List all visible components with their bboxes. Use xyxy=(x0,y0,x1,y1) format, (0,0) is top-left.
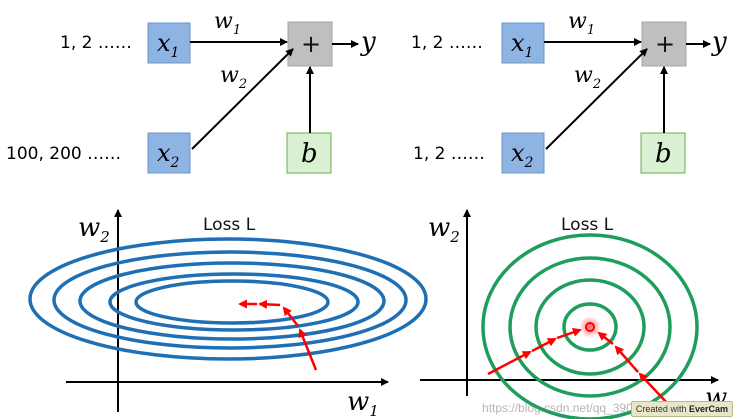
left-input2-label: 100, 200 …… xyxy=(6,144,121,164)
right-input2-label: 1, 2 …… xyxy=(413,144,485,164)
right-descent-arrow xyxy=(556,328,582,340)
left-x2-box xyxy=(147,132,191,174)
left-xaxis-label: w1 xyxy=(347,387,379,419)
badge-prefix: Created with xyxy=(635,404,687,414)
right-y-label: y xyxy=(711,27,727,57)
right-descent-arrow xyxy=(597,331,614,345)
right-descent-arrow xyxy=(638,372,669,405)
left-contours xyxy=(28,237,428,361)
left-yaxis-label: w2 xyxy=(78,213,110,246)
left-descent-arrow xyxy=(258,299,281,309)
right-w1-label: w1 xyxy=(568,9,595,38)
right-w2-label: w2 xyxy=(574,63,601,92)
left-w1-label: w1 xyxy=(214,9,241,38)
right-x2-symbol: x2 xyxy=(511,139,534,171)
evercam-badge: Created with EverCam xyxy=(630,401,733,417)
right-input1-label: 1, 2 …… xyxy=(411,33,483,53)
left-contour-ring xyxy=(78,261,386,341)
right-yaxis-label: w2 xyxy=(428,213,460,246)
right-descent-path-b xyxy=(597,331,669,405)
left-w2-label: w2 xyxy=(220,63,247,92)
left-contour-ring xyxy=(134,279,330,325)
left-network: 1, 2 …… 100, 200 …… x1 x2 + b w1 w2 y xyxy=(6,9,376,174)
left-bias-symbol: b xyxy=(301,139,318,169)
left-plus-symbol: + xyxy=(301,30,321,58)
left-input1-label: 1, 2 …… xyxy=(60,33,132,53)
left-contour-ring xyxy=(52,250,408,350)
right-sum-box xyxy=(641,21,687,67)
left-bias-box xyxy=(286,132,332,174)
right-w2-arrow xyxy=(545,48,648,150)
right-minimum-point xyxy=(585,322,595,332)
right-contour-ring xyxy=(508,256,672,398)
right-contours xyxy=(481,233,699,419)
right-x1-box xyxy=(501,22,545,64)
right-plus-symbol: + xyxy=(655,30,675,58)
left-descent-arrow xyxy=(282,306,299,327)
left-contour-ring xyxy=(108,272,360,332)
right-descent-arrow xyxy=(614,345,639,373)
right-x2-box xyxy=(501,132,545,174)
left-w2-arrow xyxy=(191,48,294,150)
left-descent-arrow xyxy=(298,328,318,371)
watermark-url: https://blog.csdn.net/qq_3901637 xyxy=(482,401,660,415)
right-descent-arrow xyxy=(531,337,557,353)
left-x2-symbol: x2 xyxy=(157,139,180,171)
right-contour-ring xyxy=(562,302,618,352)
right-plot-title: Loss L xyxy=(561,215,614,235)
left-plot-title: Loss L xyxy=(203,215,256,235)
right-x1-symbol: x1 xyxy=(511,29,533,61)
right-minimum-glow xyxy=(579,316,601,338)
right-contour-ring xyxy=(534,278,646,376)
right-descent-arrow xyxy=(487,350,532,376)
right-descent-path-a xyxy=(487,328,582,376)
right-loss-plot: Loss L w2 w xyxy=(420,209,727,419)
left-x1-symbol: x1 xyxy=(157,29,179,61)
badge-brand: EverCam xyxy=(688,404,728,414)
left-sum-box xyxy=(287,21,333,67)
left-x1-box xyxy=(147,22,191,64)
left-contour-ring xyxy=(28,237,428,361)
right-contour-ring xyxy=(481,233,699,419)
left-loss-plot: Loss L w2 w1 xyxy=(28,209,428,419)
right-network: 1, 2 …… 1, 2 …… x1 x2 + b w1 w2 y xyxy=(411,9,727,174)
left-y-label: y xyxy=(360,27,376,57)
right-bias-symbol: b xyxy=(655,139,672,169)
left-descent-path xyxy=(238,299,318,371)
